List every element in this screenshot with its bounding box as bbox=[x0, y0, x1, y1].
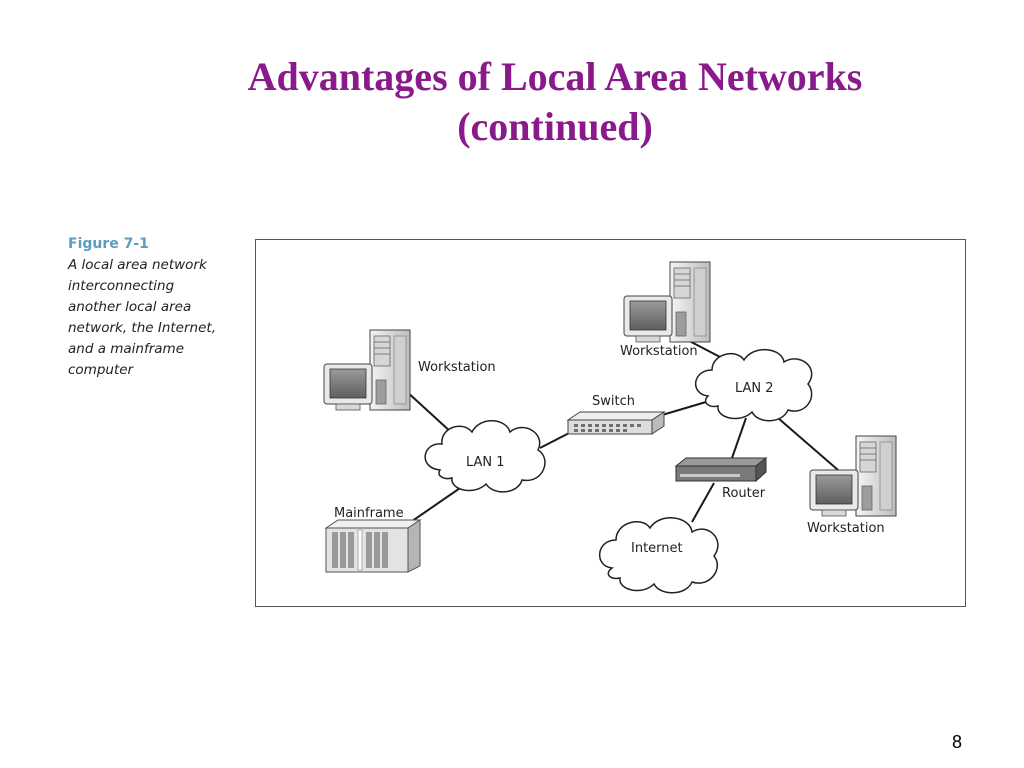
figure-caption-text: A local area network interconnecting ano… bbox=[68, 255, 248, 381]
mainframe-icon bbox=[324, 519, 422, 573]
network-diagram-frame bbox=[255, 239, 966, 607]
slide-title: Advantages of Local Area Networks (conti… bbox=[0, 52, 1024, 152]
link-lan2-router bbox=[731, 417, 747, 459]
title-line-1: Advantages of Local Area Networks bbox=[247, 54, 863, 99]
workstation-left-label: Workstation bbox=[418, 360, 496, 375]
switch-label: Switch bbox=[592, 394, 635, 409]
internet-label: Internet bbox=[631, 541, 683, 556]
workstation-right-label: Workstation bbox=[807, 521, 885, 536]
router-icon bbox=[674, 456, 768, 483]
internet-cloud-icon bbox=[598, 517, 719, 594]
caption-line: computer bbox=[68, 362, 134, 378]
connection-lines bbox=[404, 331, 839, 527]
caption-line: and a mainframe bbox=[68, 341, 185, 357]
lan1-label: LAN 1 bbox=[466, 455, 505, 470]
workstation-left-icon bbox=[323, 329, 411, 411]
figure-label: Figure 7-1 bbox=[68, 236, 149, 252]
figure-caption: Figure 7-1 A local area network intercon… bbox=[68, 236, 248, 381]
mainframe-label: Mainframe bbox=[334, 506, 404, 521]
workstation-top-icon bbox=[623, 261, 711, 343]
link-router-internet bbox=[691, 482, 715, 523]
lan2-label: LAN 2 bbox=[735, 381, 774, 396]
caption-line: interconnecting bbox=[68, 278, 175, 294]
caption-line: another local area bbox=[68, 299, 192, 315]
router-label: Router bbox=[722, 486, 766, 501]
link-workstation-lan1 bbox=[404, 389, 453, 434]
caption-line: A local area network bbox=[68, 257, 207, 273]
page-number: 8 bbox=[951, 732, 962, 752]
switch-icon bbox=[566, 411, 666, 435]
title-line-2: (continued) bbox=[457, 104, 653, 149]
link-lan2-workstation bbox=[777, 417, 839, 471]
lan2-cloud-icon bbox=[695, 349, 813, 422]
lan1-cloud-icon bbox=[424, 420, 546, 493]
workstation-right-icon bbox=[809, 435, 897, 517]
link-mainframe-lan1 bbox=[404, 485, 464, 527]
workstation-top-label: Workstation bbox=[620, 344, 698, 359]
caption-line: network, the Internet, bbox=[68, 320, 216, 336]
